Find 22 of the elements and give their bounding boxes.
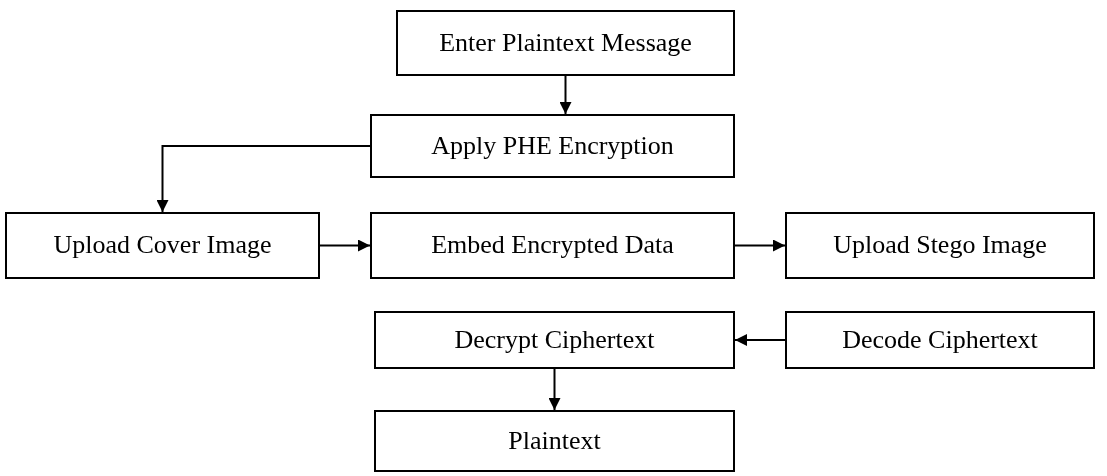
process-box: [370, 212, 735, 279]
box-label: Enter Plaintext Message: [439, 26, 692, 59]
arrow: [319, 239, 371, 252]
process-box: [374, 410, 735, 472]
box-label: Upload Cover Image: [53, 229, 272, 262]
box-label: Decode Ciphertext: [842, 323, 1038, 356]
box-label: Upload Stego Image: [833, 229, 1047, 262]
arrow: [548, 368, 561, 411]
box-label: Apply PHE Encryption: [431, 129, 674, 162]
arrow: [559, 75, 572, 115]
arrow: [156, 145, 371, 213]
process-box: [374, 311, 735, 369]
box-label: Decrypt Ciphertext: [454, 323, 655, 356]
process-box: [785, 212, 1095, 279]
process-box: [5, 212, 320, 279]
process-box: [396, 10, 735, 76]
arrow: [734, 239, 786, 252]
process-box: [370, 114, 735, 178]
arrow: [734, 334, 786, 346]
box-label: Embed Encrypted Data: [431, 229, 674, 262]
box-label: Plaintext: [508, 424, 601, 457]
process-box: [785, 311, 1095, 369]
